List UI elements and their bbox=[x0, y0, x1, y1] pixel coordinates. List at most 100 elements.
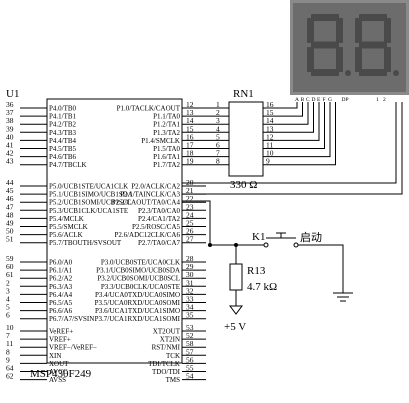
display-segment-label: DP bbox=[342, 97, 349, 103]
mcu-left-pin-name: P4.7/TBCLK bbox=[49, 161, 87, 169]
mcu-right-pin-number: 52 bbox=[186, 331, 194, 340]
mcu-left-pin-name: P5.4/MCLK bbox=[49, 215, 84, 223]
mcu-left-pin-name: P6.1/A1 bbox=[49, 267, 73, 275]
mcu-right-pin-name: P2.2/CAOUT/TA0/CA4 bbox=[112, 199, 181, 207]
display-segment-label: D bbox=[312, 97, 316, 103]
mcu-right-pin-name: P3.3/UCB0CLK/UCA0STE bbox=[101, 283, 180, 291]
mcu-right-pin-name: P1.2/TA1 bbox=[153, 121, 180, 129]
mcu-right-pin-number: 30 bbox=[186, 270, 194, 279]
mcu-right-pin-number: 15 bbox=[186, 124, 194, 133]
mcu-right-pin-name: P1.0/TACLK/CAOUT bbox=[117, 105, 181, 113]
display-decimal-point bbox=[345, 70, 351, 76]
mcu-left-pin-name: P6.4/A4 bbox=[49, 291, 73, 299]
mcu-right-pin-number: 22 bbox=[186, 194, 194, 203]
mcu-left-pin-name: VeREF+ bbox=[49, 328, 73, 336]
mcu-right-pin-number: 26 bbox=[186, 227, 194, 236]
mcu-right-pin-name: P2.3/TA0/CA0 bbox=[138, 207, 181, 215]
mcu-left-pin-name: P5.7/TBOUTH/SVSOUT bbox=[49, 239, 122, 247]
switch-terminal-left bbox=[263, 242, 269, 248]
mcu-left-pin-name: P4.0/TB0 bbox=[49, 105, 77, 113]
mcu-right-pin-number: 34 bbox=[186, 303, 194, 312]
switch-terminal-right bbox=[293, 242, 299, 248]
mcu-left-pin-number: 51 bbox=[6, 235, 14, 244]
mcu-left-pin-name: VREF−/VeREF− bbox=[49, 344, 97, 352]
mcu-right-pin-name: P3.6/UCA1TXD/UCA1SIMO bbox=[95, 307, 180, 315]
mcu-right-pin-name: P3.0/UCB0STE/UCA0CLK bbox=[101, 259, 180, 267]
mcu-left-pin-number: 40 bbox=[6, 132, 14, 141]
rn1-left-pin-number: 7 bbox=[216, 149, 220, 158]
display-segment-label: E bbox=[317, 97, 321, 103]
mcu-right-pin-name: P2.0/ACLK/CA2 bbox=[131, 183, 180, 191]
mcu-right-pin-name: TCK bbox=[166, 352, 180, 360]
rn1-right-pin-number: 9 bbox=[266, 157, 270, 166]
rn1-body bbox=[228, 101, 264, 177]
display-segment-label: A bbox=[295, 97, 299, 103]
power-arrow-icon bbox=[229, 305, 243, 315]
mcu-left-pin-number: 41 bbox=[6, 141, 14, 150]
mcu-right-pin-name: P3.5/UCA0RXD/UCA0SOMI bbox=[95, 299, 181, 307]
mcu-right-pin-number: 53 bbox=[186, 323, 194, 332]
digit-select-wires bbox=[182, 102, 403, 195]
mcu-right-pin-name: P1.5/TA0 bbox=[153, 145, 180, 153]
mcu-left-pin-number: 3 bbox=[6, 286, 10, 295]
r13-body bbox=[229, 263, 243, 291]
mcu-left-pin-name: AVSS bbox=[49, 376, 66, 384]
rn1-left-pin-number: 3 bbox=[216, 116, 220, 125]
mcu-right-pin-name: XT2IN bbox=[160, 336, 180, 344]
rn1-left-pin-number: 1 bbox=[216, 100, 220, 109]
mcu-right-pin-name: TDO/TDI bbox=[152, 368, 181, 376]
mcu-left-pin-number: 9 bbox=[6, 355, 10, 364]
rn1-left-pin-number: 6 bbox=[216, 141, 220, 150]
mcu-left-pin-number: 45 bbox=[6, 186, 14, 195]
mcu-left-pin-number: 6 bbox=[6, 311, 10, 320]
mcu-left-pin-number: 47 bbox=[6, 202, 14, 211]
mcu-left-pin-number: 36 bbox=[6, 100, 14, 109]
rn1-right-pin-number: 14 bbox=[266, 116, 274, 125]
mcu-left-pin-number: 48 bbox=[6, 210, 14, 219]
rn1-output-wire bbox=[263, 102, 309, 125]
mcu-right-pin-name: P1.3/TA2 bbox=[153, 129, 180, 137]
mcu-right-pin-number: 28 bbox=[186, 254, 194, 263]
mcu-right-pin-name: P2.6/ADC12CLK/CA6 bbox=[114, 231, 180, 239]
rn1-output-wire bbox=[263, 102, 325, 149]
mcu-left-pin-name: P4.1/TB1 bbox=[49, 113, 77, 121]
mcu-right-pin-name: TDI/TCLK bbox=[148, 360, 180, 368]
mcu-right-pin-name: P2.5/ROSC/CA5 bbox=[132, 223, 181, 231]
mcu-left-pin-number: 62 bbox=[6, 372, 14, 381]
mcu-left-pin-number: 7 bbox=[6, 331, 10, 340]
power-label: +5 V bbox=[224, 321, 246, 333]
mcu-right-pin-number: 31 bbox=[186, 278, 194, 287]
mcu-right-pin-number: 32 bbox=[186, 286, 194, 295]
ground-icon bbox=[333, 292, 353, 302]
mcu-left-pin-name: P5.1/UCB1SIMO/UCB1SDA bbox=[49, 191, 133, 199]
mcu-left-pin-name: P5.3/UCB1CLK/UCA1STE bbox=[49, 207, 128, 215]
mcu-left-pin-number: 37 bbox=[6, 108, 14, 117]
mcu-right-pin-name: P3.1/UCB0SIMO/UCB0SDA bbox=[96, 267, 180, 275]
junction-r13 bbox=[234, 243, 238, 247]
rn1-to-display-wires bbox=[263, 102, 336, 166]
rn1-output-wire bbox=[263, 102, 314, 133]
mcu-right-pin-number: 25 bbox=[186, 219, 194, 228]
mcu-left-pin-name: XOUT bbox=[49, 360, 69, 368]
mcu-right-pin-number: 54 bbox=[186, 372, 194, 381]
mcu-left-pin-number: 5 bbox=[6, 303, 10, 312]
rn1-right-pin-number: 11 bbox=[266, 141, 273, 150]
mcu-right-pin-number: 24 bbox=[186, 210, 194, 219]
display-segment bbox=[311, 69, 339, 76]
display-segment bbox=[307, 18, 314, 43]
mcu-right-pin-name: P3.2/UCB0SOMI/UCB0SCL bbox=[97, 275, 180, 283]
display-common-label: 1 bbox=[376, 97, 379, 103]
mcu-ref: U1 bbox=[6, 88, 19, 100]
display-segment bbox=[359, 41, 387, 49]
r13-value: 4.7 kΩ bbox=[247, 281, 277, 293]
mcu-right-pin-number: 29 bbox=[186, 262, 194, 271]
mcu-right-pin-name: P1.1/TA0 bbox=[153, 113, 180, 121]
mcu-right-pin-number: 27 bbox=[186, 235, 194, 244]
mcu-right-pin-name: P2.4/CA1/TA2 bbox=[138, 215, 181, 223]
mcu-left-pin-number: 50 bbox=[6, 227, 14, 236]
mcu-right-pin-number: 19 bbox=[186, 157, 194, 166]
